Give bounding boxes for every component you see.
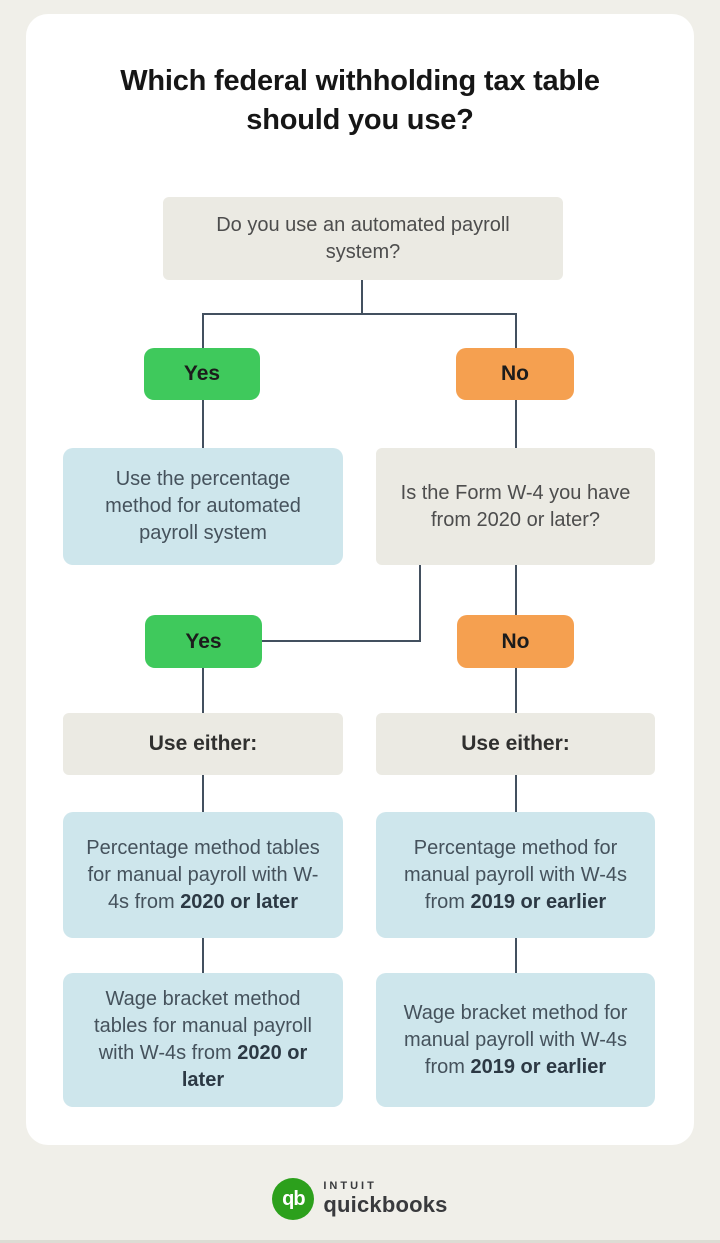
use-either-right: Use either: [376,713,655,775]
result-percentage-manual-2020: Percentage method tables for manual payr… [63,812,343,938]
result-percentage-manual-2019: Percentage method for manual payroll wit… [376,812,655,938]
result-wage-bracket-2019-text: Wage bracket method for manual payroll w… [403,1001,628,1078]
connector-line [515,400,517,448]
connector-line [419,565,421,642]
no-badge-level2: No [457,615,574,668]
connector-line [515,668,517,713]
connector-line [515,313,517,348]
question-automated-payroll: Do you use an automated payroll system? [163,197,563,280]
result-wage-bracket-2019: Wage bracket method for manual payroll w… [376,973,655,1107]
result-percentage-manual-2019-text: Percentage method for manual payroll wit… [403,836,628,913]
brand-footer: qb INTUIT quickbooks [0,1176,720,1222]
connector-line [202,313,516,315]
bottom-edge-divider [0,1240,720,1243]
connector-line [262,640,421,642]
quickbooks-wordmark: quickbooks [323,1192,448,1217]
connector-line [202,400,204,448]
page-title: Which federal withholding tax table shou… [120,65,600,136]
connector-line [515,565,517,615]
connector-line [202,313,204,348]
result-automated-percentage-method: Use the percentage method for automated … [63,448,343,565]
question-w4-year-text: Is the Form W-4 you have from 2020 or la… [400,481,631,531]
question-w4-year: Is the Form W-4 you have from 2020 or la… [376,448,655,565]
intuit-wordmark: INTUIT [323,1180,377,1192]
no-badge-level1: No [456,348,574,400]
connector-line [361,280,363,314]
result-automated-percentage-method-text: Use the percentage method for automated … [105,468,301,544]
connector-line [202,668,204,713]
result-percentage-manual-2020-text: Percentage method tables for manual payr… [86,836,320,913]
connector-line [202,938,204,973]
result-wage-bracket-2020: Wage bracket method tables for manual pa… [63,973,343,1107]
connector-line [515,938,517,973]
brand-wordmark: INTUIT quickbooks [323,1180,447,1218]
connector-line [515,775,517,812]
yes-badge-level2: Yes [145,615,262,668]
question-automated-payroll-text: Do you use an automated payroll system? [216,213,510,263]
yes-badge-level1: Yes [144,348,260,400]
quickbooks-logo-icon: qb [272,1178,315,1220]
use-either-left: Use either: [63,713,343,775]
result-wage-bracket-2020-text: Wage bracket method tables for manual pa… [94,988,312,1091]
connector-line [202,775,204,812]
